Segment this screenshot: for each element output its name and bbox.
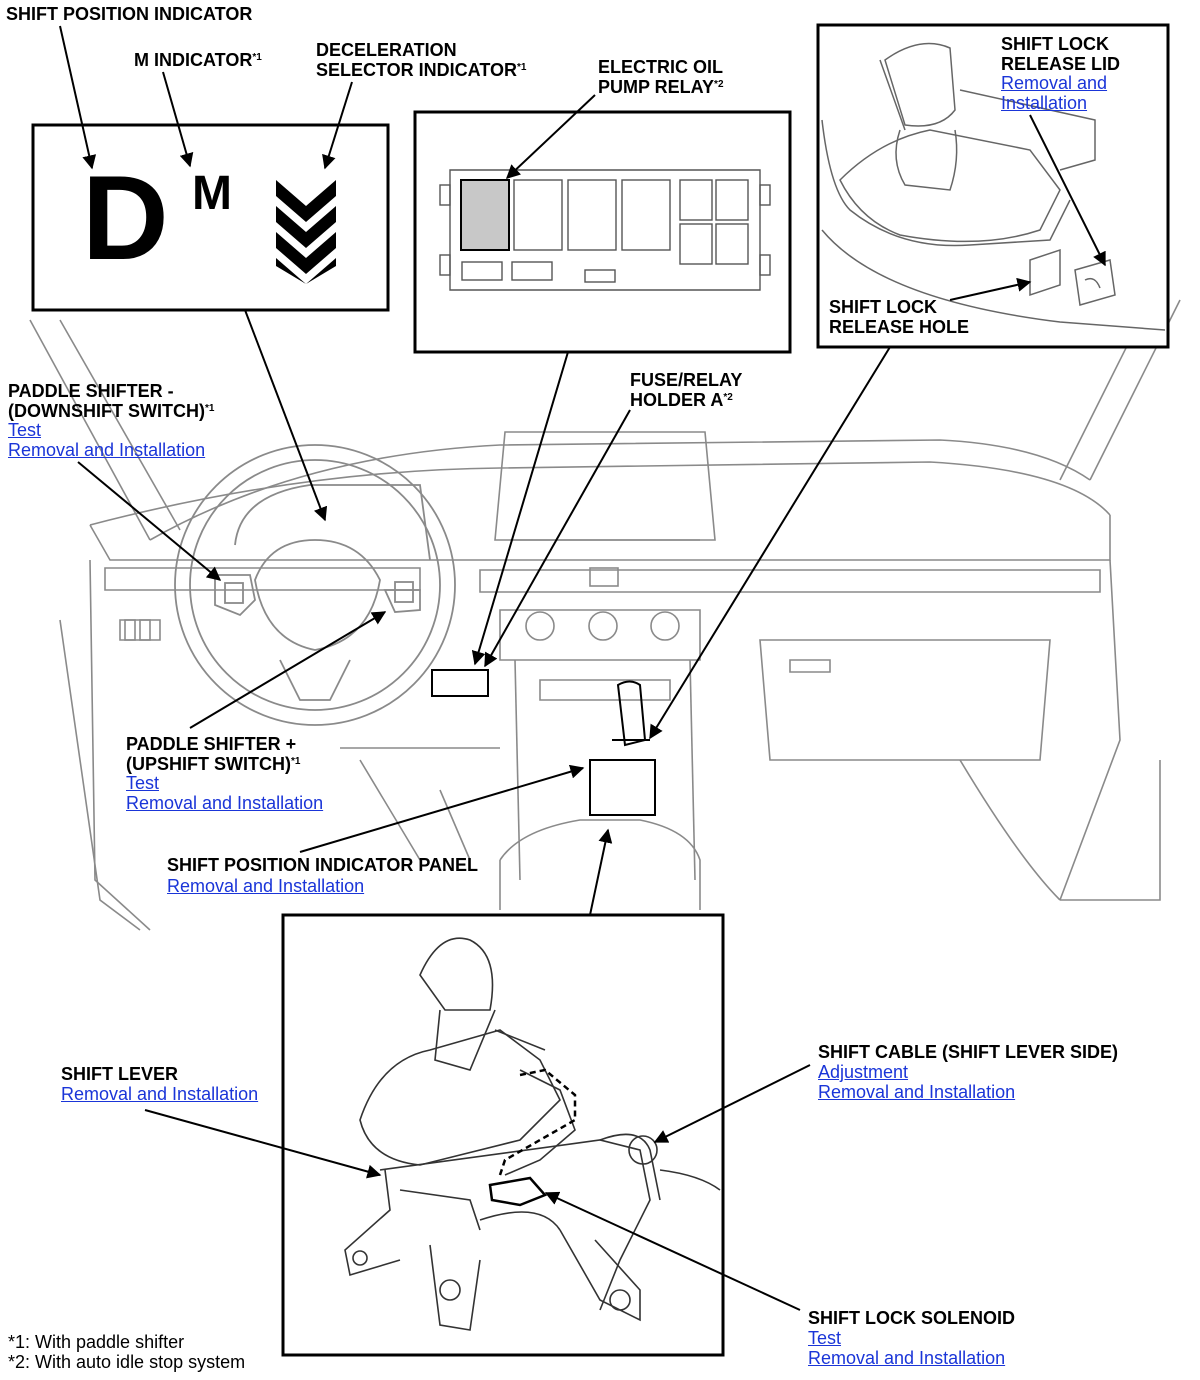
- cable-adjustment-link[interactable]: Adjustment: [818, 1062, 909, 1082]
- shift-lever-label: SHIFT LEVER: [61, 1064, 179, 1084]
- fuse-footnote-mark: *2: [723, 392, 733, 403]
- hole-line2: RELEASE HOLE: [829, 317, 970, 337]
- paddle-up-removal-link[interactable]: Removal and Installation: [126, 793, 324, 813]
- paddle-down-footnote-mark: *1: [204, 403, 215, 414]
- lid-line1: SHIFT LOCK: [1001, 34, 1109, 54]
- shift-lock-release-hole-label: SHIFT LOCK RELEASE HOLE: [829, 297, 969, 337]
- fuse-relay-holder-label: FUSE/RELAY HOLDER A*2: [630, 370, 742, 410]
- solenoid-removal-link[interactable]: Removal and Installation: [808, 1348, 1006, 1368]
- fuse-line1: FUSE/RELAY: [630, 370, 743, 390]
- shift-lock-release-lid-label: SHIFT LOCK RELEASE LID: [1001, 34, 1120, 74]
- deceleration-line1: DECELERATION: [316, 40, 457, 60]
- shift-position-indicator-label: SHIFT POSITION INDICATOR: [6, 4, 253, 24]
- shift-lock-inset-box: [816, 23, 1170, 349]
- shift-lever-inset-box: [281, 913, 725, 1357]
- m-indicator-glyph: M: [192, 167, 232, 220]
- leader-lines: [59, 25, 1106, 1311]
- footnote-1: *1: With paddle shifter: [8, 1332, 185, 1352]
- shift-lock-solenoid-label: SHIFT LOCK SOLENOID: [808, 1308, 1015, 1328]
- paddle-down-removal-link[interactable]: Removal and Installation: [8, 440, 206, 460]
- paddle-down-test-link[interactable]: Test: [8, 420, 42, 440]
- lever-removal-link[interactable]: Removal and Installation: [61, 1084, 259, 1104]
- oil-pump-line2: PUMP RELAY: [598, 77, 715, 97]
- shift-lock-drawing: [821, 42, 1166, 331]
- deceleration-footnote-mark: *1: [517, 62, 527, 73]
- paddle-down-line2: (DOWNSHIFT SWITCH): [8, 401, 205, 421]
- solenoid-test-link[interactable]: Test: [808, 1328, 842, 1348]
- deceleration-line2: SELECTOR INDICATOR: [316, 60, 518, 80]
- paddle-up-line1: PADDLE SHIFTER +: [126, 734, 297, 754]
- d-position-glyph: D: [82, 151, 169, 285]
- panel-removal-link[interactable]: Removal and Installation: [167, 876, 365, 896]
- shift-cable-and-solenoid: [488, 1068, 577, 1207]
- lid-line2: RELEASE LID: [1001, 54, 1121, 74]
- paddle-up-line2: (UPSHIFT SWITCH): [126, 754, 291, 774]
- paddle-up-footnote-mark: *1: [290, 756, 301, 767]
- electric-oil-pump-relay-shape: [460, 179, 510, 251]
- relay-box-drawing: [439, 169, 771, 291]
- m-indicator-footnote-mark: *1: [252, 52, 262, 63]
- console-shift-knob: [589, 680, 656, 816]
- paddle-shifter-down-label: PADDLE SHIFTER - (DOWNSHIFT SWITCH)*1: [8, 381, 214, 421]
- shift-lever-drawing: [344, 937, 721, 1331]
- paddle-up-test-link[interactable]: Test: [126, 773, 160, 793]
- fuse-line2: HOLDER A: [630, 390, 724, 410]
- m-indicator-label: M INDICATOR*1: [134, 50, 262, 70]
- deceleration-chevrons: [276, 180, 336, 284]
- footnote-2: *2: With auto idle stop system: [8, 1352, 246, 1372]
- electric-oil-pump-relay-label: ELECTRIC OIL PUMP RELAY*2: [598, 57, 724, 97]
- fuse-relay-holder-shape: [431, 669, 489, 697]
- cable-removal-link[interactable]: Removal and Installation: [818, 1082, 1016, 1102]
- oil-pump-footnote-mark: *2: [714, 79, 724, 90]
- paddle-shifter-up-label: PADDLE SHIFTER + (UPSHIFT SWITCH)*1: [126, 734, 300, 774]
- m-indicator-text: M INDICATOR: [134, 50, 253, 70]
- oil-pump-line1: ELECTRIC OIL: [598, 57, 723, 77]
- steering-wheel: [174, 444, 456, 726]
- shift-cable-label: SHIFT CABLE (SHIFT LEVER SIDE): [818, 1042, 1119, 1062]
- lid-installation-link[interactable]: Installation: [1001, 93, 1088, 113]
- lid-removal-link[interactable]: Removal and: [1001, 73, 1108, 93]
- hole-line1: SHIFT LOCK: [829, 297, 937, 317]
- paddle-down-line1: PADDLE SHIFTER -: [8, 381, 174, 401]
- shift-position-indicator-panel-label: SHIFT POSITION INDICATOR PANEL: [167, 855, 479, 875]
- deceleration-selector-label: DECELERATION SELECTOR INDICATOR*1: [316, 40, 526, 80]
